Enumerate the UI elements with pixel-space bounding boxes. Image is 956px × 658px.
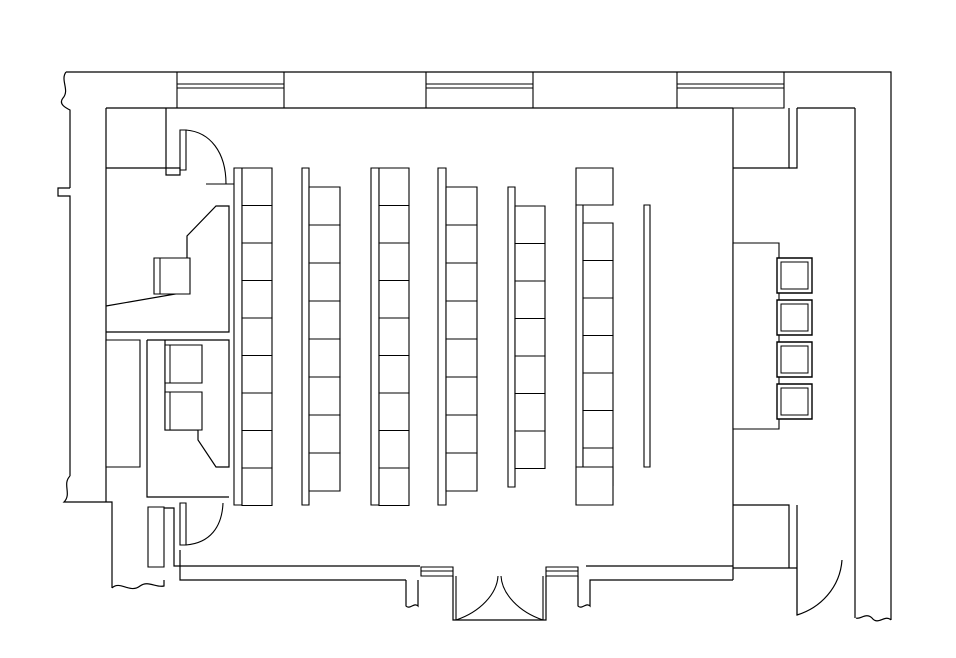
narrow-shelf: [148, 507, 164, 567]
entrance-double-door: [456, 576, 543, 620]
upper-left-room: [106, 108, 229, 332]
seat: [515, 394, 545, 432]
outer-wall-outline: [58, 72, 891, 621]
seat: [379, 206, 409, 244]
seat: [446, 377, 477, 415]
left-lower-wall: [164, 508, 420, 580]
row-desk: [302, 168, 309, 505]
seat: [242, 168, 272, 206]
seat: [446, 415, 477, 453]
seat: [446, 301, 477, 339]
left-rooms: [106, 108, 420, 580]
seating-row: [371, 168, 409, 506]
seat: [309, 415, 340, 453]
seating-row: [508, 187, 545, 487]
seat: [309, 453, 340, 491]
lectern-counter: [733, 243, 779, 429]
seat: [309, 377, 340, 415]
cabinet-lower-a: [165, 345, 202, 383]
seat: [379, 243, 409, 281]
seat: [379, 468, 409, 506]
seat: [446, 187, 477, 225]
seat: [515, 206, 545, 244]
seating-row: [438, 168, 477, 505]
door-lower-left: [180, 503, 223, 545]
row-desk: [508, 187, 515, 487]
row-desk: [438, 168, 446, 505]
right-area: [733, 108, 842, 615]
seat: [379, 431, 409, 469]
presenter-chair: [777, 384, 812, 419]
seat: [583, 261, 613, 299]
end-seat: [576, 168, 613, 205]
seat: [583, 336, 613, 374]
seat: [446, 263, 477, 301]
seat: [515, 244, 545, 282]
inner-wall-outline: [106, 108, 855, 618]
seat: [515, 319, 545, 357]
seat: [446, 225, 477, 263]
window-2: [426, 72, 533, 108]
seat: [242, 393, 272, 431]
seat: [583, 223, 613, 261]
seat: [379, 393, 409, 431]
window-3: [677, 72, 784, 108]
seat: [309, 301, 340, 339]
seat: [242, 468, 272, 506]
seating-rows: [234, 168, 613, 506]
row-desk: [234, 168, 242, 505]
presenter-chair: [777, 300, 812, 335]
seating-row: [234, 168, 272, 506]
bottom-wall: [406, 566, 733, 620]
seat: [309, 263, 340, 301]
seat: [583, 298, 613, 336]
storage-shelf-long: [106, 340, 140, 467]
seat: [242, 318, 272, 356]
seat: [446, 339, 477, 377]
seating-row: [302, 168, 340, 505]
seat: [309, 187, 340, 225]
window-1: [177, 72, 284, 108]
presenter-chairs: [777, 258, 812, 419]
front-rail: [644, 205, 650, 467]
seat: [515, 431, 545, 469]
seat: [379, 318, 409, 356]
seat: [242, 431, 272, 469]
presenter-chair: [777, 342, 812, 377]
seat: [515, 356, 545, 394]
end-seat: [576, 467, 613, 505]
row-desk: [371, 168, 379, 505]
seat: [242, 281, 272, 319]
outer-wall: [58, 72, 891, 621]
row-desk: [576, 205, 583, 467]
seat: [309, 339, 340, 377]
door-upper-left: [180, 130, 234, 184]
seat: [242, 206, 272, 244]
seat: [583, 411, 613, 449]
cabinet-lower-b: [165, 392, 202, 430]
seat: [379, 168, 409, 206]
seat: [583, 373, 613, 411]
presenter-chair: [777, 258, 812, 293]
top-windows: [177, 72, 784, 108]
seat: [242, 356, 272, 394]
seat: [515, 281, 545, 319]
seating-row: [576, 205, 613, 486]
cabinet-upper: [154, 258, 190, 294]
seat: [242, 243, 272, 281]
seat: [446, 453, 477, 491]
seat: [379, 356, 409, 394]
seat: [309, 225, 340, 263]
seat: [379, 281, 409, 319]
